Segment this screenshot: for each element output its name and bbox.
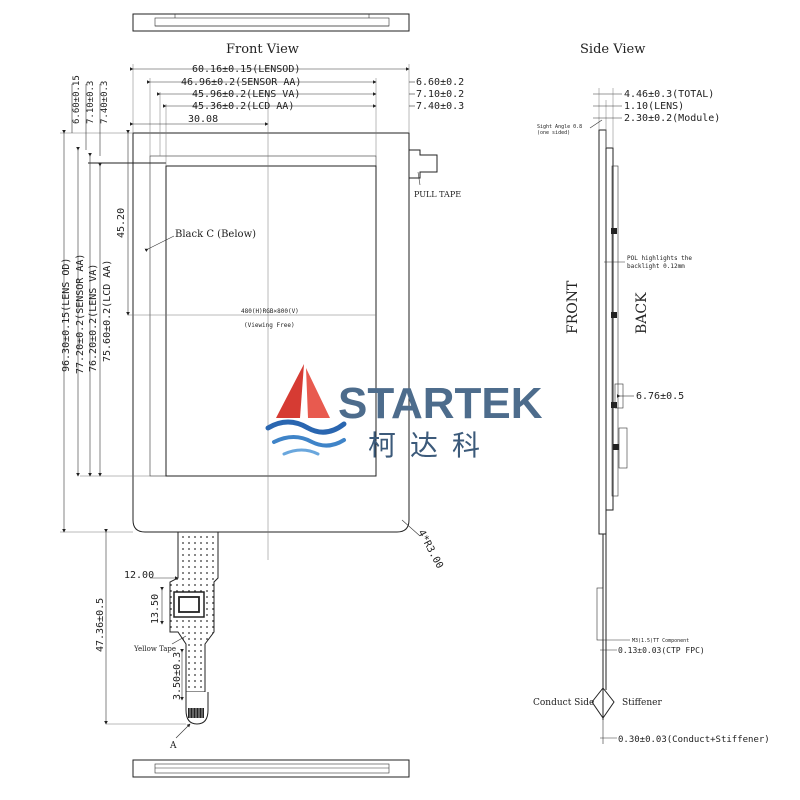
dim-v3: 7.40±0.3: [100, 81, 110, 124]
dim-lens-va-height: 76.20±0.2(LENS VA): [88, 264, 99, 372]
left-dimension-lines: [62, 84, 130, 533]
side-back-label: BACK: [634, 292, 650, 334]
dim-lens-od-height: 96.30±0.15(LENS OD): [61, 258, 72, 372]
component-label: M3(1.5)TT Component: [632, 638, 689, 644]
fpc-width-label: 12.00: [124, 570, 154, 581]
side-view-title: Side View: [580, 42, 645, 57]
fpc-length-label: 47.36±0.5: [95, 598, 106, 652]
fpc-cable: [104, 529, 219, 739]
sight-angle-label: Sight Angle 0.8: [537, 124, 582, 130]
conduct-side-label: Conduct Side: [533, 698, 594, 708]
front-view-title: Front View: [226, 42, 299, 57]
side-front-label: FRONT: [565, 280, 581, 334]
logo-red-sail-left: [276, 364, 304, 418]
startek-logo: [265, 364, 347, 456]
conduct-stiffener-label: 0.30±0.03(Conduct+Stiffener): [618, 735, 770, 745]
logo-wave-1: [265, 419, 347, 435]
dim-margin-2: 7.10±0.2: [416, 89, 464, 100]
top-edge-view: [132, 13, 410, 32]
dim-lens-va-width: 45.96±0.2(LENS VA): [192, 89, 300, 100]
yellow-tape-label: Yellow Tape: [133, 645, 176, 653]
dim-margin-3: 7.40±0.3: [416, 101, 464, 112]
dim-half-width: 30.08: [188, 114, 218, 125]
logo-chinese: 柯达科: [368, 429, 494, 462]
dim-half-height: 45.20: [116, 208, 127, 238]
dim-v1: 6.60±0.15: [72, 75, 82, 124]
dim-v2: 7.10±0.3: [86, 81, 96, 124]
ctp-fpc-label: 0.13±0.03(CTP FPC): [618, 646, 705, 655]
pull-tape-label: PULL TAPE: [414, 190, 461, 199]
black-c-label: Black C (Below): [175, 229, 256, 240]
logo-wave-3: [282, 448, 320, 456]
marker-a: A: [169, 741, 177, 751]
dim-margin-1: 6.60±0.2: [416, 77, 464, 88]
side-676-label: 6.76±0.5: [636, 391, 684, 402]
sight-angle-sub: (one sided): [537, 130, 570, 136]
side-view-body: [589, 88, 634, 744]
fpc-height-label: 13.50: [150, 594, 161, 624]
dim-lcd-aa-height: 75.60±0.2(LCD AA): [102, 260, 113, 362]
logo-name: STARTEK: [338, 379, 543, 428]
dim-lens-od-width: 60.16±0.15(LENSOD): [192, 64, 300, 75]
tail-label: 3.50±0.3: [172, 652, 183, 700]
pol-label-2: backlight 0.12mm: [627, 263, 685, 270]
resolution-label: 480(H)RGB×800(V): [241, 308, 299, 315]
corner-radius-label: 4*R3.00: [415, 528, 445, 570]
dim-sensor-aa-width: 46.96±0.2(SENSOR AA): [181, 77, 301, 88]
dim-lcd-aa-width: 45.36±0.2(LCD AA): [192, 101, 294, 112]
pol-label-1: POL highlights the: [627, 255, 692, 262]
pull-tape: [409, 149, 438, 186]
stiffener-label: Stiffener: [622, 698, 663, 708]
dim-sensor-aa-height: 77.20±0.2(SENSOR AA): [75, 254, 86, 374]
side-lens-label: 1.10(LENS): [624, 101, 684, 112]
top-dimension-lines: [130, 67, 415, 126]
side-module-label: 2.30±0.2(Module): [624, 113, 720, 124]
front-view-body: [60, 64, 410, 560]
bottom-edge-view: [132, 759, 410, 778]
viewing-label: (Viewing Free): [244, 322, 295, 329]
logo-red-sail-right: [306, 368, 330, 418]
logo-wave-2: [272, 435, 346, 448]
side-total-label: 4.46±0.3(TOTAL): [624, 89, 714, 100]
